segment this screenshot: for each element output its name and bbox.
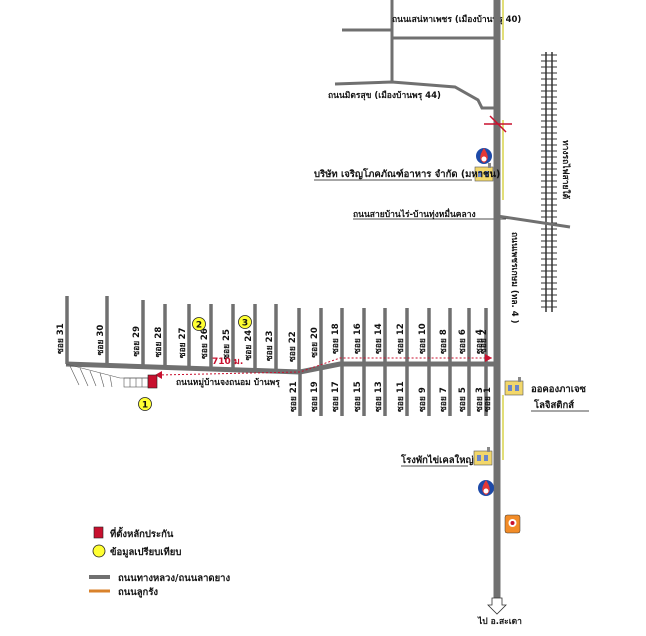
legend-site-label: ที่ตั้งหลักประกัน (110, 526, 174, 540)
soi-label-s26: ซอย 26 (200, 328, 210, 359)
soi-label-s13: ซอย 13 (374, 381, 384, 412)
soi-label-s17: ซอย 17 (331, 381, 341, 412)
soi-label-s23: ซอย 23 (265, 330, 275, 361)
comparable-marker-1: 1 (138, 397, 152, 411)
comparable-marker-1-label: 1 (142, 401, 148, 411)
village-road-line (65, 361, 497, 375)
comparable-marker-3-label: 3 (242, 319, 248, 329)
place-label-hatchery: โรงพักไข่เคลใหญ่ (400, 454, 474, 466)
soi-label-s25: ซอย 25 (222, 329, 232, 360)
soi-label-s6: ซอย 6 (458, 329, 468, 354)
soi-label-s4: ซอย 4 (475, 329, 485, 354)
factory-icon (474, 163, 494, 182)
soi-label-s5: ซอย 5 (458, 387, 468, 412)
collateral-site-marker (147, 374, 158, 389)
soi-label-s28: ซอย 28 (154, 327, 164, 358)
comparable-marker-3: 3 (238, 315, 252, 329)
road-label-top2: ถนนมิตรสุข (เมืองบ้านพรุ 44) (328, 90, 441, 101)
soi-label-s9: ซอย 9 (418, 387, 428, 412)
soi-label-s24: ซอย 24 (244, 330, 254, 361)
soi-label-s11: ซอย 11 (396, 381, 406, 412)
place-label-logistics-2: โลจิสติกส์ (533, 399, 574, 411)
legend-comparable-label: ข้อมูลเปรียบเทียบ (110, 546, 181, 559)
soi-label-s27: ซอย 27 (178, 327, 188, 358)
road-label-top1: ถนนเสน่หาเพชร (เมืองบ้านพรุ 40) (392, 14, 521, 25)
upper-roads (334, 0, 497, 110)
soi-lines (65, 296, 488, 416)
factory-icon (504, 377, 524, 396)
soi-label-s15: ซอย 15 (353, 381, 363, 412)
place-label-cpf: บริษัท เจริญโภคภัณฑ์อาหาร จำกัด (มหาชน) (314, 168, 500, 180)
factory-icon (473, 447, 493, 466)
comparable-marker-2-label: 2 (196, 321, 202, 331)
soi-label-s21: ซอย 21 (289, 381, 299, 412)
direction-label: ไป อ.สะเดา (477, 616, 522, 627)
distance-indicator (155, 354, 492, 379)
gas-station-icon (476, 148, 492, 164)
gas-station-badge-icon (504, 514, 521, 534)
railway (541, 52, 557, 312)
soi-label-s7: ซอย 7 (439, 387, 449, 412)
legend-paved-label: ถนนทางหลวง/ถนนลาดยาง (118, 573, 230, 584)
soi-label-s29: ซอย 29 (132, 326, 142, 357)
soi-label-s2: ซอย 2 (479, 329, 489, 354)
main-highway-label: ถนนเพชรเกษม (ทล. 4 ) (509, 232, 519, 324)
soi-label-s31: ซอย 31 (56, 323, 66, 354)
soi-label-s14: ซอย 14 (374, 323, 384, 354)
comparable-marker-2: 2 (192, 317, 206, 331)
crossing-mark (484, 115, 512, 133)
legend: ที่ตั้งหลักประกัน ข้อมูลเปรียบเทียบ ถนนท… (89, 526, 230, 599)
soi-label-s10: ซอย 10 (418, 323, 428, 354)
gas-station-icon (478, 480, 494, 496)
soi-label-s20: ซอย 20 (310, 327, 320, 358)
village-road-label: ถนนหมู่บ้านจงถนอม บ้านพรุ (176, 377, 280, 388)
soi-label-s18: ซอย 18 (331, 323, 341, 354)
legend-comparable-swatch (92, 544, 106, 558)
cross-road (496, 214, 571, 229)
direction-arrow-icon (487, 597, 507, 615)
soi-label-s19: ซอย 19 (310, 381, 320, 412)
place-label-logistics-1: ออคองภาเจซ (531, 384, 587, 395)
distance-label: 710 ม. (212, 357, 243, 367)
soi-label-s22: ซอย 22 (288, 331, 298, 362)
legend-gravel-label: ถนนลูกรัง (118, 587, 158, 599)
soi-label-s12: ซอย 12 (396, 323, 406, 354)
soi-label-s30: ซอย 30 (96, 325, 106, 356)
legend-site-swatch (93, 526, 104, 539)
soi-label-s3: ซอย 3 (475, 387, 485, 412)
soi-label-s16: ซอย 16 (353, 323, 363, 354)
road-label-cross: ถนนสายบ้านไร่-บ้านทุ่งหมื่นคลาง (353, 207, 476, 220)
soi-label-s1: ซอย 1 (483, 387, 493, 412)
village-road (65, 361, 497, 375)
soi-label-s8: ซอย 8 (439, 329, 449, 354)
railway-label: ทางรถไฟสายใต้ (560, 140, 571, 200)
